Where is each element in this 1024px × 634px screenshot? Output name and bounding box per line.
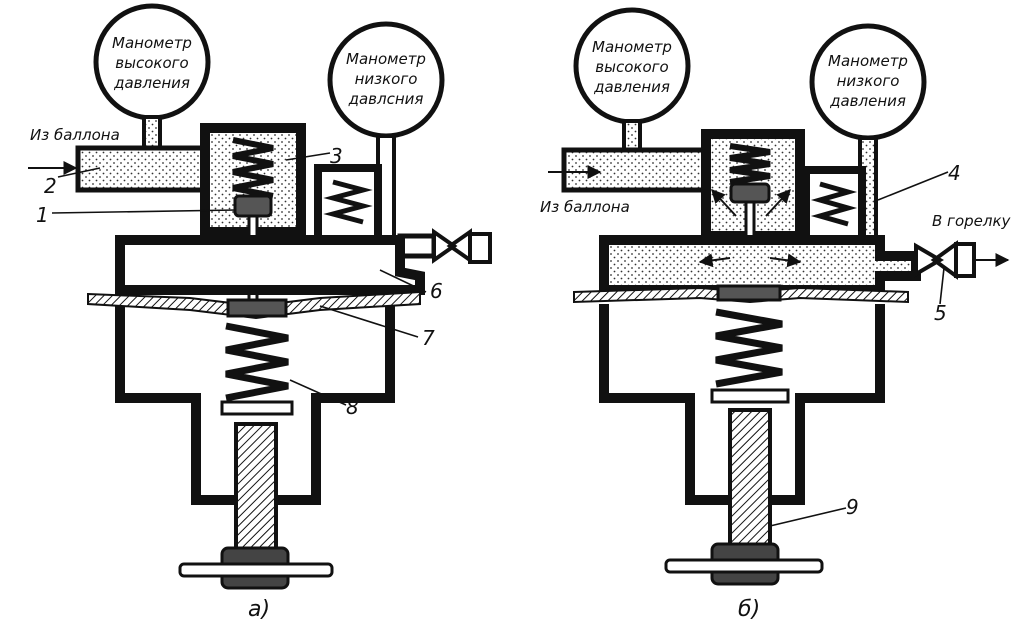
regulating-spring [225, 322, 289, 402]
flow-arrow [769, 253, 802, 268]
regulating-spring [715, 308, 783, 388]
leader-lines [51, 152, 427, 406]
flow-arrow [711, 188, 737, 217]
label-8: 8 [346, 395, 359, 419]
label-7: 7 [422, 326, 435, 350]
label-1: 1 [36, 203, 49, 227]
adjusting-screw [728, 408, 772, 552]
valve-spring [729, 143, 771, 185]
gauge-low-line3: давлсния [348, 90, 424, 108]
knob-handle[interactable] [664, 558, 824, 574]
gauge-high-line1: Манометр [592, 38, 672, 56]
gauge-low-line1: Манометр [828, 52, 908, 70]
valve-seat [729, 182, 771, 204]
valve-spring [232, 137, 274, 199]
regulator-closed-view: Манометр высокого давления Манометр низк… [28, 3, 492, 622]
regulator-body-upper [115, 235, 425, 295]
knob-handle[interactable] [178, 562, 334, 578]
gauge-high-line2: высокого [115, 54, 188, 72]
outlet-nozzle [954, 242, 976, 278]
label-4: 4 [948, 161, 961, 185]
gauge-low-line3: давления [829, 92, 906, 110]
flow-arrow [698, 253, 731, 268]
caption-a: а) [248, 597, 270, 622]
label-6: 6 [430, 279, 443, 303]
outlet-valve [432, 228, 472, 264]
inlet-label: Из баллона [540, 198, 630, 216]
pressure-plate [226, 298, 288, 318]
gauge-high-line3: давления [593, 78, 670, 96]
spring-base [710, 388, 790, 404]
regulator-open-view: Манометр высокого давления Манометр низк… [540, 7, 1012, 622]
valve-seat [233, 194, 273, 218]
label-5: 5 [934, 301, 947, 325]
outlet-valve[interactable] [914, 240, 958, 280]
gauge-high-line3: давления [113, 74, 190, 92]
safety-valve-spring [810, 181, 858, 227]
high-gauge-stem [142, 115, 162, 151]
label-9: 9 [846, 495, 859, 519]
leader-lines [769, 171, 949, 527]
outlet-label: В горелку [932, 212, 1012, 230]
flow-arrow [765, 188, 791, 217]
regulator-body-upper [599, 235, 921, 295]
inlet-label: Из баллона [30, 126, 120, 144]
gauge-low-line1: Манометр [346, 50, 426, 68]
inlet-pipe [561, 147, 715, 193]
high-gauge-stem [622, 119, 642, 153]
outlet-pipe [397, 233, 437, 259]
gauge-high-line1: Манометр [112, 34, 192, 52]
spring-base [220, 400, 294, 416]
caption-b: б) [738, 597, 760, 622]
gauge-high-line2: высокого [595, 58, 668, 76]
pressure-plate [716, 284, 782, 302]
outlet-nozzle [468, 232, 492, 264]
label-3: 3 [330, 144, 343, 168]
gauge-low-line2: низкого [355, 70, 418, 88]
safety-valve-spring [323, 179, 373, 225]
gauge-low-line2: низкого [837, 72, 900, 90]
label-2: 2 [44, 174, 57, 198]
safety-valve-housing [314, 164, 382, 246]
adjusting-screw [234, 422, 278, 556]
